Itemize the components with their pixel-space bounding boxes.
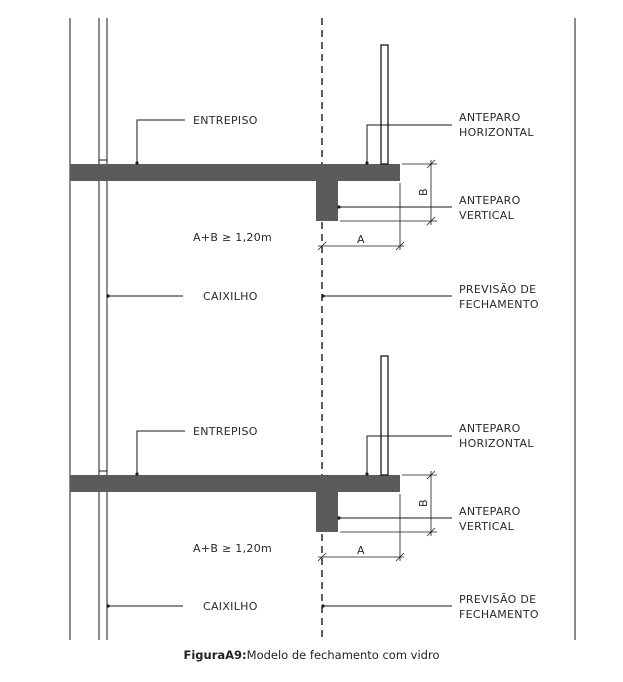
formula-2: A+B ≥ 1,20m bbox=[193, 542, 272, 555]
dim-a-label-1: A bbox=[357, 233, 365, 246]
anteparo-h-leader-1 bbox=[366, 124, 452, 163]
dim-b-tick-bottom-2 bbox=[426, 527, 436, 537]
label-entrepiso-2: ENTREPISO bbox=[193, 425, 258, 438]
beam-2 bbox=[316, 492, 338, 532]
label-caixilho-1: CAIXILHO bbox=[203, 290, 258, 303]
label-previsao-2-line1: PREVISÃO DE bbox=[459, 593, 536, 606]
label-anteparo-h-1-line2: HORIZONTAL bbox=[459, 126, 534, 139]
entrepiso-leader-dot-2 bbox=[135, 472, 139, 476]
label-anteparo-v-1-line2: VERTICAL bbox=[459, 209, 515, 222]
figure-caption-number: FiguraA9: bbox=[183, 648, 247, 662]
label-caixilho-2: CAIXILHO bbox=[203, 600, 258, 613]
label-anteparo-h-1-line1: ANTEPARO bbox=[459, 111, 521, 124]
anteparo-v-leader-dot-2 bbox=[337, 516, 341, 520]
entrepiso-leader-1 bbox=[136, 119, 185, 163]
glass-guard-2 bbox=[380, 355, 389, 476]
slab-1 bbox=[70, 164, 400, 181]
figure-caption-text: Modelo de fechamento com vidro bbox=[246, 648, 440, 662]
label-previsao-1-line2: FECHAMENTO bbox=[459, 298, 539, 311]
figure-caption: FiguraA9:Modelo de fechamento com vidro bbox=[0, 648, 623, 662]
floor-1: ENTREPISO ANTEPARO HORIZONTAL ANTEPARO V… bbox=[70, 44, 539, 311]
label-anteparo-v-2-line1: ANTEPARO bbox=[459, 505, 521, 518]
dim-a-tick-right-1 bbox=[395, 241, 405, 251]
caixilho-leader-dot-1 bbox=[106, 294, 110, 298]
floor-2: ENTREPISO ANTEPARO HORIZONTAL ANTEPARO V… bbox=[70, 355, 539, 621]
dim-b-tick-top-1 bbox=[426, 159, 436, 169]
dim-b-label-2: B bbox=[417, 499, 430, 507]
dim-b-label-1: B bbox=[417, 188, 430, 196]
anteparo-h-leader-2 bbox=[366, 435, 452, 474]
label-previsao-2-line2: FECHAMENTO bbox=[459, 608, 539, 621]
label-entrepiso-1: ENTREPISO bbox=[193, 114, 258, 127]
previsao-leader-dot-1 bbox=[321, 294, 325, 298]
glass-guard-1 bbox=[380, 44, 389, 165]
beam-1 bbox=[316, 181, 338, 221]
label-previsao-1-line1: PREVISÃO DE bbox=[459, 283, 536, 296]
label-anteparo-v-1-line1: ANTEPARO bbox=[459, 194, 521, 207]
dim-a-tick-right-2 bbox=[395, 552, 405, 562]
anteparo-h-leader-dot-2 bbox=[365, 472, 369, 476]
dim-b-tick-bottom-1 bbox=[426, 216, 436, 226]
entrepiso-leader-2 bbox=[136, 430, 185, 474]
dim-b-tick-top-2 bbox=[426, 470, 436, 480]
dim-a-tick-left-1 bbox=[317, 241, 327, 251]
previsao-leader-dot-2 bbox=[321, 604, 325, 608]
entrepiso-leader-dot-1 bbox=[135, 161, 139, 165]
slab-2 bbox=[70, 475, 400, 492]
anteparo-v-leader-dot-1 bbox=[337, 205, 341, 209]
dim-a-label-2: A bbox=[357, 544, 365, 557]
label-anteparo-v-2-line2: VERTICAL bbox=[459, 520, 515, 533]
dim-a-tick-left-2 bbox=[317, 552, 327, 562]
formula-1: A+B ≥ 1,20m bbox=[193, 231, 272, 244]
anteparo-h-leader-dot-1 bbox=[365, 161, 369, 165]
label-anteparo-h-2-line1: ANTEPARO bbox=[459, 422, 521, 435]
caixilho-leader-dot-2 bbox=[106, 604, 110, 608]
label-anteparo-h-2-line2: HORIZONTAL bbox=[459, 437, 534, 450]
